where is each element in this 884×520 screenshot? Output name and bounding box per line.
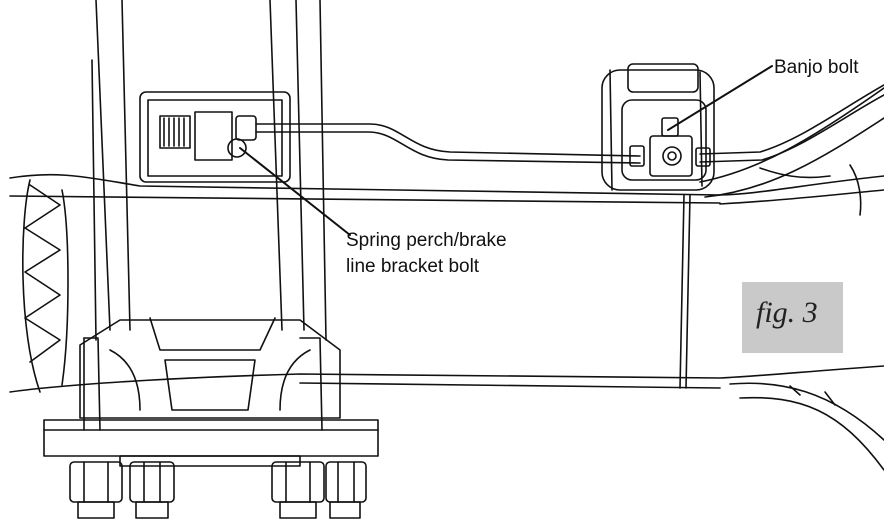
spring-perch-label-line1: Spring perch/brake [346, 230, 507, 251]
axle-housing-flange [22, 179, 69, 393]
spring-seat [79, 317, 341, 419]
spring-perch-leader [239, 147, 351, 236]
u-bolt-plate [43, 419, 379, 467]
u-bolts [83, 0, 327, 431]
figure-label-tag: fig. 3 [742, 282, 843, 353]
banjo-bolt-leader [667, 65, 773, 131]
brake-caliper [601, 63, 715, 191]
frame-rail [699, 87, 884, 471]
figure-label: fig. 3 [756, 296, 818, 329]
spring-perch-label: Spring perch/brake line bracket bolt [346, 228, 507, 280]
brake-line [255, 84, 884, 164]
spring-perch-label-line2: line bracket bolt [346, 256, 480, 277]
banjo-bolt-label: Banjo bolt [774, 57, 859, 78]
u-bolt-nuts [69, 461, 367, 519]
spring-perch-bracket [139, 91, 291, 183]
